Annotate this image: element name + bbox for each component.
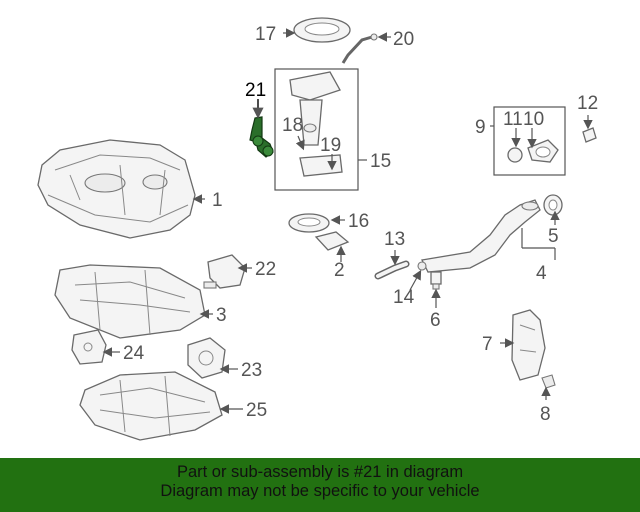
fuel-door[interactable] — [511, 309, 546, 381]
bumper[interactable] — [582, 127, 597, 143]
valve[interactable] — [187, 337, 226, 379]
fuel-hose[interactable] — [341, 33, 378, 64]
callout-21: 21 — [245, 80, 266, 101]
banner-line-1: Part or sub-assembly is #21 in diagram — [176, 463, 464, 481]
callout-22: 22 — [255, 259, 276, 280]
fuel-pump-module[interactable] — [274, 68, 359, 191]
callout-13: 13 — [384, 229, 405, 250]
callout-8: 8 — [540, 404, 551, 425]
callout-15: 15 — [370, 151, 391, 172]
callout-19: 19 — [320, 135, 341, 156]
callout-12: 12 — [577, 93, 598, 114]
filler-housing-group[interactable] — [493, 106, 566, 176]
callout-25: 25 — [246, 400, 267, 421]
info-banner: Part or sub-assembly is #21 in diagram D… — [0, 458, 640, 512]
callout-3: 3 — [216, 305, 227, 326]
filler-cap[interactable] — [543, 194, 563, 216]
under-guard[interactable] — [79, 371, 223, 441]
lock-ring[interactable] — [293, 17, 351, 43]
bracket[interactable] — [71, 329, 107, 365]
filler-pipe[interactable] — [421, 199, 541, 273]
callout-4: 4 — [536, 263, 547, 284]
callout-2: 2 — [334, 260, 345, 281]
callout-5: 5 — [548, 226, 559, 247]
callout-18: 18 — [282, 115, 303, 136]
breather-hose[interactable] — [374, 260, 410, 280]
callout-9: 9 — [475, 117, 486, 138]
vent-valve[interactable] — [203, 254, 246, 289]
fuel-tank[interactable] — [37, 139, 196, 239]
callout-6: 6 — [430, 310, 441, 331]
callout-17: 17 — [255, 24, 276, 45]
callout-1: 1 — [212, 190, 223, 211]
tank-protector[interactable] — [54, 264, 206, 339]
parts-diagram: 1 2 3 4 5 6 7 8 9 10 11 12 13 14 15 16 1… — [37, 17, 598, 441]
check-valve[interactable] — [430, 271, 442, 290]
callout-23: 23 — [241, 360, 262, 381]
callout-11: 11 — [503, 109, 523, 130]
plate[interactable] — [314, 231, 350, 251]
clip[interactable] — [417, 261, 427, 271]
door-clip[interactable] — [541, 374, 556, 389]
callout-16: 16 — [348, 211, 369, 232]
banner-line-2: Diagram may not be specific to your vehi… — [160, 482, 480, 500]
callout-14: 14 — [393, 287, 415, 308]
callout-20: 20 — [393, 29, 414, 50]
callout-24: 24 — [123, 343, 145, 364]
highlighted-part-21[interactable] — [249, 116, 274, 158]
gasket[interactable] — [288, 213, 330, 233]
callout-7: 7 — [482, 334, 493, 355]
callout-10: 10 — [523, 109, 544, 130]
